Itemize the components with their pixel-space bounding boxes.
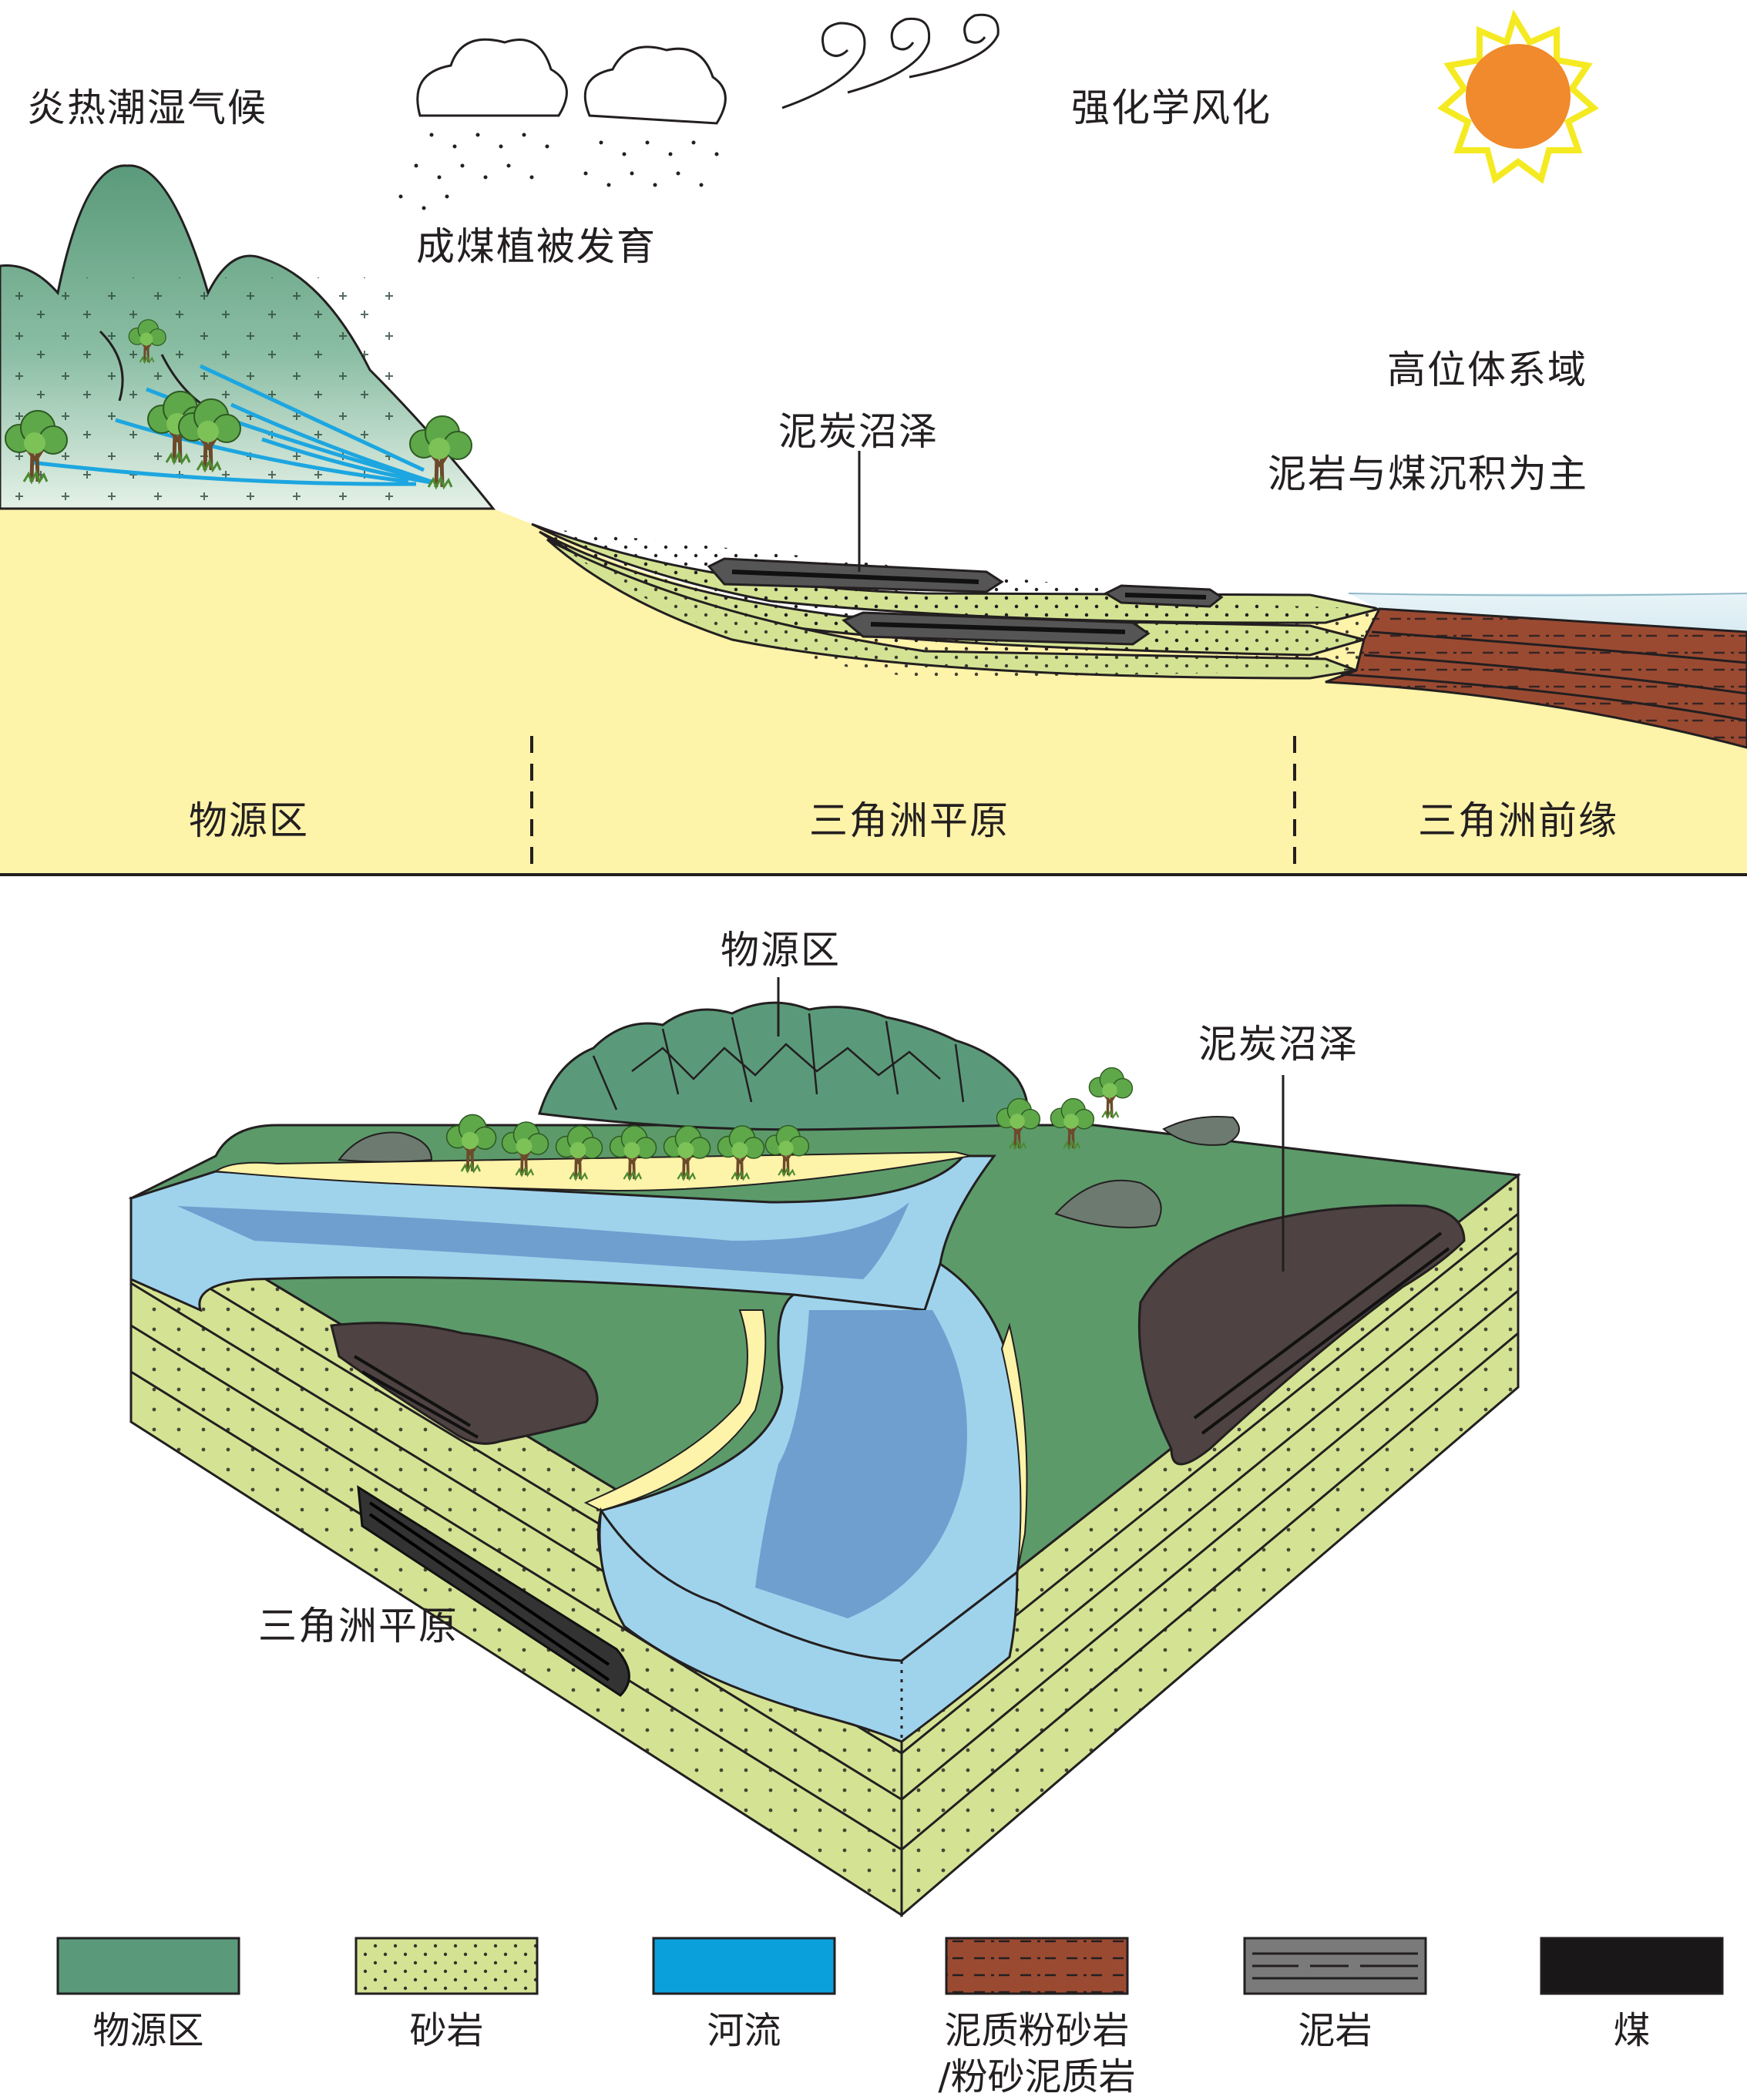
legend-swatch-coal [1540,1937,1724,1995]
block-diagram [128,977,1521,1918]
legend-label-muddy-siltstone-line1: 泥质粉砂岩 [944,2009,1130,2052]
coal-lenses [707,557,1224,646]
tree-icon [1087,1066,1134,1119]
legend-label-source-area: 物源区 [92,2009,204,2052]
rain-cloud-icon [398,38,727,210]
legend-label-muddy-siltstone: 泥质粉砂岩 /粉砂泥质岩 [923,2008,1151,2100]
legend-label-mudstone: 泥岩 [1298,2009,1372,2052]
block-source-mountains [538,1001,1029,1131]
cross-section [0,9,1747,876]
deposition-label: 泥岩与煤沉积为主 [1268,452,1588,496]
block-source-label: 物源区 [721,928,841,973]
mountain-texture [0,277,401,509]
sandstone-dots [532,524,1379,678]
climate-label: 炎热潮湿气候 [27,86,267,130]
legend-swatch-source-area [56,1937,240,1995]
peat-swamp-label: 泥炭沼泽 [778,409,939,454]
zone-label-source: 物源区 [189,798,309,843]
peat-swamp-left [330,1322,599,1445]
legend-label-river: 河流 [707,2009,781,2052]
weathering-label: 强化学风化 [1071,86,1272,130]
block-delta-plain-label: 三角洲平原 [258,1604,459,1648]
block-peat-swamp-label: 泥炭沼泽 [1198,1022,1359,1067]
legend-label-coal: 煤 [1613,2009,1651,2052]
basin-ground [0,509,1747,875]
legend-swatch-river [652,1937,836,1995]
zone-label-delta-plain: 三角洲平原 [809,798,1010,843]
zone-label-delta-front: 三角洲前缘 [1418,798,1618,843]
river-outflow [598,1507,1019,1743]
vegetation-label: 成煤植被发育 [416,224,657,269]
legend-label-sandstone: 砂岩 [409,2009,484,2052]
legend-label-muddy-siltstone-line2: /粉砂泥质岩 [938,2055,1136,2098]
wind-icon [781,13,999,109]
systems-tract-label: 高位体系域 [1387,348,1587,392]
sun-icon [1437,9,1599,184]
legend [56,1937,1724,1995]
